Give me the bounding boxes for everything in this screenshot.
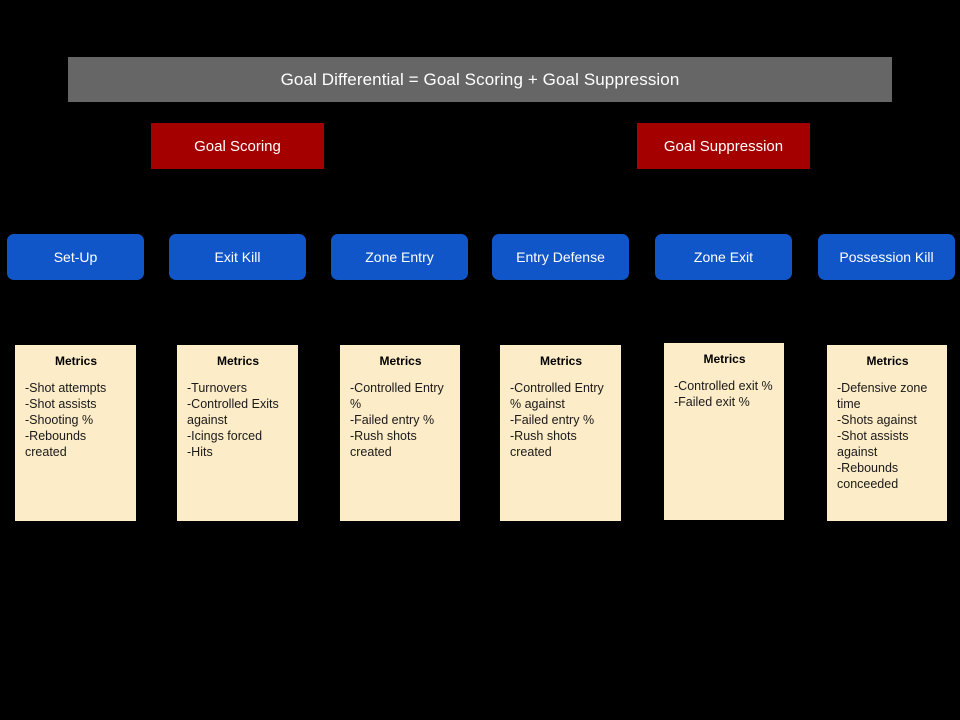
metrics-list: -Controlled exit % -Failed exit % xyxy=(674,378,775,410)
phase-label: Set-Up xyxy=(53,249,98,265)
metrics-list: -Controlled Entry % against -Failed entry… xyxy=(510,380,612,460)
metrics-list: -Defensive zone time -Shots against -Shot … xyxy=(837,380,938,492)
pillar-box-goal-scoring[interactable]: Goal Scoring xyxy=(151,123,324,169)
pillar-label: Goal Scoring xyxy=(194,137,281,155)
phase-label: Entry Defense xyxy=(516,249,605,265)
metrics-item: -Failed exit % xyxy=(674,395,750,409)
metrics-card: Metrics -Defensive zone time -Shots again… xyxy=(827,345,947,521)
metrics-card: Metrics -Controlled Entry % -Failed entry… xyxy=(340,345,460,521)
metrics-item: -Defensive zone time xyxy=(837,381,928,411)
metrics-heading: Metrics xyxy=(379,354,422,368)
metrics-item: -Failed entry % xyxy=(350,413,435,427)
metrics-card: Metrics -Controlled Entry % against -Fail… xyxy=(500,345,621,521)
metrics-item: -Shot assists against xyxy=(837,429,909,459)
metrics-item: -Controlled exit % xyxy=(674,379,773,393)
metrics-item: -Shots against xyxy=(837,413,917,427)
metrics-heading: Metrics xyxy=(703,352,746,366)
phase-box-zone-exit[interactable]: Zone Exit xyxy=(655,234,792,280)
phase-box-exit-kill[interactable]: Exit Kill xyxy=(169,234,306,280)
metrics-item: -Rush shots created xyxy=(510,429,577,459)
metrics-heading: Metrics xyxy=(866,354,909,368)
metrics-heading: Metrics xyxy=(216,354,260,368)
pillar-label: Goal Suppression xyxy=(663,137,784,155)
metrics-item: -Rebounds conceeded xyxy=(837,461,899,491)
metrics-item: -Failed entry % xyxy=(510,413,595,427)
metrics-item: -Hits xyxy=(187,445,213,459)
phase-box-set-up[interactable]: Set-Up xyxy=(7,234,144,280)
metrics-item: -Shot attempts xyxy=(25,381,107,395)
metrics-item: -Controlled Entry % against xyxy=(510,381,604,411)
metrics-item: -Shooting % xyxy=(25,413,94,427)
phase-label: Possession Kill xyxy=(839,249,934,265)
pillar-box-goal-suppression[interactable]: Goal Suppression xyxy=(637,123,810,169)
metrics-heading: Metrics xyxy=(54,354,98,368)
phase-box-possession-kill[interactable]: Possession Kill xyxy=(818,234,955,280)
metrics-heading: Metrics xyxy=(539,354,583,368)
metrics-card: Metrics -Controlled exit % -Failed exit % xyxy=(664,343,784,520)
phase-label: Zone Entry xyxy=(365,249,434,265)
metrics-list: -Shot attempts -Shot assists -Shooting % -R… xyxy=(25,380,127,460)
phase-box-zone-entry[interactable]: Zone Entry xyxy=(331,234,468,280)
metrics-item: -Rebounds created xyxy=(25,429,87,459)
metrics-list: -Turnovers -Controlled Exits against -Icin… xyxy=(187,380,289,460)
metrics-card: Metrics -Shot attempts -Shot assists -Shoo… xyxy=(15,345,136,521)
metrics-item: -Icings forced xyxy=(187,429,263,443)
metrics-card: Metrics -Turnovers -Controlled Exits agai… xyxy=(177,345,298,521)
metrics-item: -Controlled Entry % xyxy=(350,381,444,411)
metrics-item: -Rush shots created xyxy=(350,429,417,459)
metrics-list: -Controlled Entry % -Failed entry % -Rush … xyxy=(350,380,451,460)
phase-label: Zone Exit xyxy=(693,249,754,265)
header-title: Goal Differential = Goal Scoring + Goal … xyxy=(280,69,680,89)
phase-box-entry-defense[interactable]: Entry Defense xyxy=(492,234,629,280)
metrics-item: -Shot assists xyxy=(25,397,97,411)
metrics-item: -Turnovers xyxy=(187,381,247,395)
metrics-item: -Controlled Exits against xyxy=(187,397,279,427)
header-bar: Goal Differential = Goal Scoring + Goal … xyxy=(68,57,892,102)
phase-label: Exit Kill xyxy=(214,249,261,265)
